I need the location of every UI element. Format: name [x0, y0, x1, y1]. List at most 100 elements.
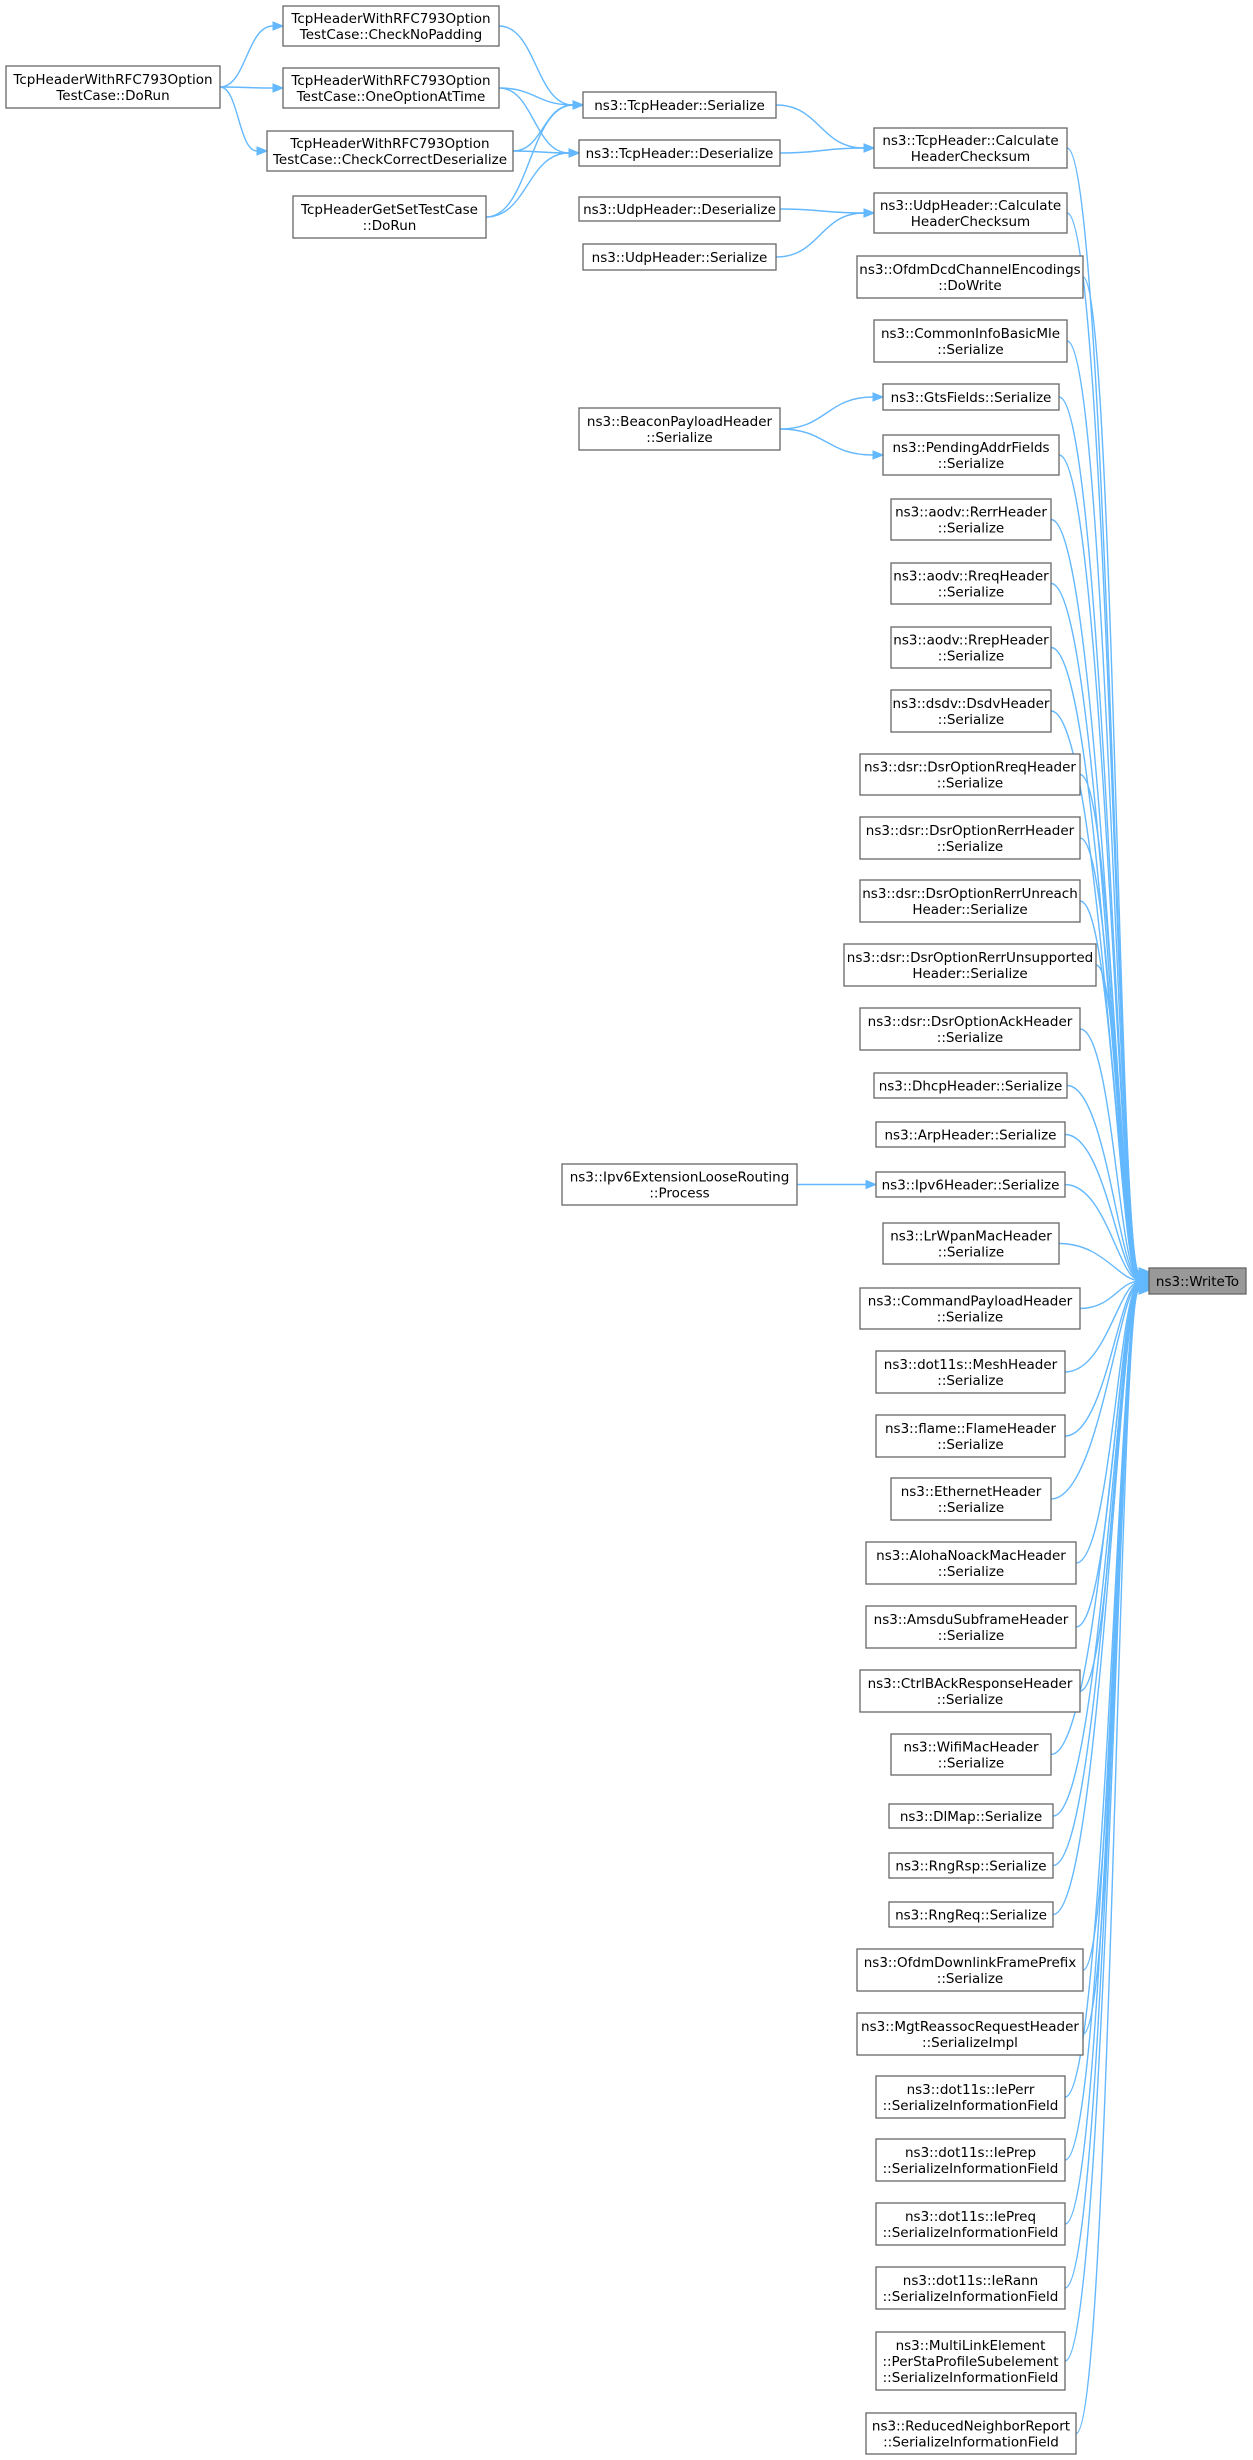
graph-node-aloha[interactable]: ns3::AlohaNoackMacHeader::Serialize — [865, 1541, 1077, 1585]
graph-node-ethernet[interactable]: ns3::EthernetHeader::Serialize — [890, 1477, 1052, 1521]
graph-node-dhcp[interactable]: ns3::DhcpHeader::Serialize — [873, 1072, 1068, 1099]
graph-node-reducedneigh[interactable]: ns3::ReducedNeighborReport::SerializeInf… — [865, 2412, 1077, 2455]
graph-node-udphdr_deser[interactable]: ns3::UdpHeader::Deserialize — [578, 196, 781, 222]
edge-commoninfo-to-writeto — [1066, 340, 1151, 1277]
node-label: Header::Serialize — [912, 902, 1027, 918]
graph-node-wifimac[interactable]: ns3::WifiMacHeader::Serialize — [890, 1733, 1052, 1776]
node-label: ns3::ArpHeader::Serialize — [885, 1128, 1057, 1144]
node-label: ns3::BeaconPayloadHeader — [587, 414, 773, 430]
graph-node-dsrrerr[interactable]: ns3::dsr::DsrOptionRerrHeader::Serialize — [859, 816, 1081, 860]
graph-node-commoninfo[interactable]: ns3::CommonInfoBasicMle::Serialize — [873, 319, 1068, 363]
graph-node-tcp_checkdeser[interactable]: TcpHeaderWithRFC793OptionTestCase::Check… — [266, 130, 514, 172]
graph-node-dsrunsup[interactable]: ns3::dsr::DsrOptionRerrUnsupportedHeader… — [843, 943, 1097, 987]
node-label: ns3::CommonInfoBasicMle — [881, 326, 1060, 342]
edge-arrowhead — [256, 146, 269, 156]
node-label: ::Serialize — [938, 712, 1004, 728]
graph-node-udphdr_ser[interactable]: ns3::UdpHeader::Serialize — [582, 243, 777, 271]
graph-node-dsdv[interactable]: ns3::dsdv::DsdvHeader::Serialize — [890, 689, 1052, 733]
graph-node-ofdmdcd[interactable]: ns3::OfdmDcdChannelEncodings::DoWrite — [856, 255, 1084, 299]
node-box — [859, 879, 1081, 923]
graph-node-pending[interactable]: ns3::PendingAddrFields::Serialize — [882, 434, 1060, 476]
edge-line — [1095, 964, 1140, 1278]
edge-line — [219, 86, 258, 152]
graph-node-ieprep[interactable]: ns3::dot11s::IePrep::SerializeInformatio… — [875, 2138, 1066, 2182]
graph-node-rrep[interactable]: ns3::aodv::RrepHeader::Serialize — [890, 626, 1052, 669]
node-box — [888, 1803, 1054, 1829]
graph-node-ieperr[interactable]: ns3::dot11s::IePerr::SerializeInformatio… — [875, 2075, 1066, 2119]
graph-node-flame[interactable]: ns3::flame::FlameHeader::Serialize — [875, 1414, 1066, 1458]
graph-node-rngreq[interactable]: ns3::RngReq::Serialize — [888, 1901, 1054, 1928]
node-label: ::Serialize — [938, 1564, 1004, 1580]
node-label: ::Serialize — [937, 1971, 1003, 1987]
graph-node-amsdu[interactable]: ns3::AmsduSubframeHeader::Serialize — [865, 1605, 1077, 1649]
graph-node-mgtreassoc[interactable]: ns3::MgtReassocRequestHeader::SerializeI… — [856, 2012, 1084, 2056]
graph-node-ipv6hdr[interactable]: ns3::Ipv6Header::Serialize — [875, 1171, 1066, 1198]
graph-node-cmdpayload[interactable]: ns3::CommandPayloadHeader::Serialize — [859, 1287, 1081, 1330]
graph-node-rerr[interactable]: ns3::aodv::RerrHeader::Serialize — [890, 498, 1052, 541]
graph-node-tcphdr_deser[interactable]: ns3::TcpHeader::Deserialize — [578, 139, 781, 167]
edge-tcp_getset-to-tcphdr_ser — [485, 100, 585, 218]
graph-node-dsrack[interactable]: ns3::dsr::DsrOptionAckHeader::Serialize — [859, 1007, 1081, 1051]
node-box — [882, 1222, 1060, 1265]
node-label: ns3::OfdmDcdChannelEncodings — [859, 262, 1080, 278]
node-box — [561, 1163, 798, 1206]
node-label: ns3::CtrlBAckResponseHeader — [868, 1676, 1073, 1692]
node-label: TcpHeaderWithRFC793Option — [12, 72, 212, 88]
node-box — [856, 1948, 1084, 1992]
graph-node-dsrunreach[interactable]: ns3::dsr::DsrOptionRerrUnreachHeader::Se… — [859, 879, 1081, 923]
edge-tcp_dorun-to-tcp_oneopt — [219, 83, 285, 93]
node-label: ns3::CommandPayloadHeader — [868, 1294, 1073, 1310]
graph-node-rreq[interactable]: ns3::aodv::RreqHeader::Serialize — [890, 562, 1052, 605]
graph-node-lrwpan[interactable]: ns3::LrWpanMacHeader::Serialize — [882, 1222, 1060, 1265]
edge-line — [1079, 1280, 1140, 1310]
graph-node-tcp_nopad[interactable]: TcpHeaderWithRFC793OptionTestCase::Check… — [282, 5, 500, 47]
node-label: ::Serialize — [938, 1245, 1004, 1261]
node-box — [292, 195, 487, 239]
node-box — [859, 816, 1081, 860]
node-box — [865, 1541, 1077, 1585]
graph-node-iepreq[interactable]: ns3::dot11s::IePreq::SerializeInformatio… — [875, 2202, 1066, 2246]
edge-rreq-to-writeto — [1050, 582, 1151, 1278]
edge-tcphdr_deser-to-tcp_checksum — [779, 143, 876, 154]
node-box — [859, 1287, 1081, 1330]
node-label: ns3::GtsFields::Serialize — [891, 390, 1052, 406]
node-box — [875, 2202, 1066, 2246]
node-label: ::Serialize — [938, 585, 1004, 601]
node-box — [578, 407, 781, 451]
edge-tcp_dorun-to-tcp_nopad — [219, 21, 285, 88]
edge-line — [1064, 1289, 1140, 2225]
graph-node-mesh[interactable]: ns3::dot11s::MeshHeader::Serialize — [875, 1350, 1066, 1394]
graph-node-tcp_getset[interactable]: TcpHeaderGetSetTestCase::DoRun — [292, 195, 487, 239]
edge-line — [1052, 1287, 1140, 1916]
graph-node-ierann[interactable]: ns3::dot11s::IeRann::SerializeInformatio… — [875, 2266, 1066, 2310]
graph-node-multilink[interactable]: ns3::MultiLinkElement::PerStaProfileSube… — [875, 2331, 1066, 2391]
graph-node-ofdmdl[interactable]: ns3::OfdmDownlinkFramePrefix::Serialize — [856, 1948, 1084, 1992]
node-box — [859, 753, 1081, 796]
node-box — [873, 1072, 1068, 1099]
graph-node-dsrrreq[interactable]: ns3::dsr::DsrOptionRreqHeader::Serialize — [859, 753, 1081, 796]
edge-line — [219, 86, 274, 89]
graph-node-tcphdr_ser[interactable]: ns3::TcpHeader::Serialize — [582, 91, 777, 119]
graph-node-gts[interactable]: ns3::GtsFields::Serialize — [882, 383, 1060, 411]
node-box — [266, 130, 514, 172]
node-box — [856, 255, 1084, 299]
graph-node-ipv6loose[interactable]: ns3::Ipv6ExtensionLooseRouting::Process — [561, 1163, 798, 1206]
node-label: ::Serialize — [646, 430, 712, 446]
node-label: ns3::dot11s::IePerr — [907, 2082, 1035, 2098]
node-box — [582, 243, 777, 271]
graph-node-dlmap[interactable]: ns3::DlMap::Serialize — [888, 1803, 1054, 1829]
graph-node-arp[interactable]: ns3::ArpHeader::Serialize — [875, 1121, 1066, 1148]
node-box — [865, 1605, 1077, 1649]
target-node-writeto[interactable]: ns3::WriteTo — [1148, 1267, 1247, 1295]
graph-node-tcp_oneopt[interactable]: TcpHeaderWithRFC793OptionTestCase::OneOp… — [282, 67, 500, 109]
node-box — [888, 1852, 1054, 1879]
node-box — [859, 1669, 1081, 1713]
graph-node-rngrsp[interactable]: ns3::RngRsp::Serialize — [888, 1852, 1054, 1879]
node-label: ::SerializeInformationField — [883, 2225, 1059, 2241]
edge-line — [1064, 1281, 1140, 1373]
graph-node-ctrlback[interactable]: ns3::CtrlBAckResponseHeader::Serialize — [859, 1669, 1081, 1713]
graph-node-beacon[interactable]: ns3::BeaconPayloadHeader::Serialize — [578, 407, 781, 451]
